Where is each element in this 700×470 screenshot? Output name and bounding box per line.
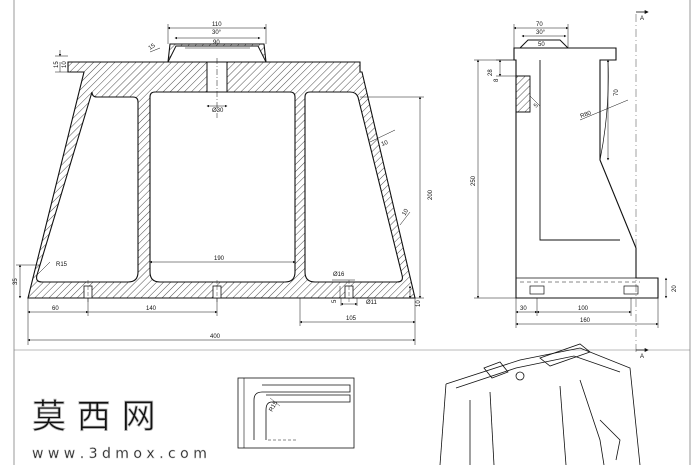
isometric-view <box>439 343 641 466</box>
side-inner-edge <box>539 60 620 241</box>
dim-side-depth: 160 <box>580 318 591 324</box>
dim-side-slot-width: 50 <box>538 42 545 48</box>
dim-hole-offset-right: 105 <box>346 316 357 322</box>
top-dovetail-slot <box>167 45 267 63</box>
front-dimensions <box>16 24 424 345</box>
dim-hole-offset-left: 60 <box>52 306 59 312</box>
dim-side-top-width: 70 <box>536 22 543 28</box>
dim-hole-pitch: 140 <box>146 306 157 312</box>
section-label-bottom: A <box>640 354 644 360</box>
dim-side-rib-height: 70 <box>614 89 620 96</box>
dim-base-height: 35 <box>13 278 19 285</box>
dim-hole-depth: 5 <box>332 299 338 303</box>
dim-side-height: 250 <box>471 175 477 186</box>
dim-side-fillet-radius: R80 <box>580 110 593 120</box>
side-hole-left <box>529 285 545 295</box>
side-hole-right <box>623 285 639 295</box>
detail-view <box>237 377 355 449</box>
dim-side-hole-offset: 30 <box>520 306 527 312</box>
dim-side-hole-pitch: 100 <box>578 306 589 312</box>
dim-side-upper-thickness: 28 <box>488 69 494 76</box>
dim-plate-thickness-a: 15 <box>54 61 60 68</box>
front-dimension-labels: 110 30° 90 15 15 10 Ø30 10 10 200 35 R15… <box>13 22 434 340</box>
side-section-rib <box>515 75 531 113</box>
dim-base-edge: 10 <box>416 300 422 307</box>
dim-side-base-height: 20 <box>672 285 678 292</box>
front-view <box>27 43 416 304</box>
dim-top-slot-width: 110 <box>212 22 222 28</box>
dim-side-chamfer-a: 8 <box>494 78 500 82</box>
dim-window-width: 190 <box>214 256 225 262</box>
dim-hole-diameter-b: Ø11 <box>366 300 378 306</box>
dim-bore-diameter: Ø30 <box>212 108 224 114</box>
watermark-brand: 莫 西 网 <box>32 397 156 437</box>
side-view <box>513 10 659 352</box>
dim-hole-diameter-a: Ø16 <box>333 272 345 278</box>
dim-plate-thickness-b: 10 <box>62 61 68 68</box>
dim-width-total: 400 <box>210 334 221 340</box>
watermark: 莫 西 网 w w w . 3 d m o x . c o m <box>32 397 207 463</box>
dim-slot-chamfer: 15 <box>148 43 157 52</box>
dim-wall-thickness: 10 <box>381 140 390 148</box>
watermark-url: w w w . 3 d m o x . c o m <box>32 446 207 462</box>
dim-height: 200 <box>428 189 434 200</box>
detail-radius-label: R15 <box>269 400 280 413</box>
dim-side-slot-angle: 30° <box>536 30 546 36</box>
side-dimensions <box>474 24 668 328</box>
dim-slot-inner-width: 90 <box>213 40 220 46</box>
side-dimension-labels: 70 30° 50 28 8 5 70 R80 250 20 30 100 16… <box>471 16 678 360</box>
side-top-slot <box>518 39 570 49</box>
dim-slot-angle: 30° <box>212 30 222 36</box>
front-section-body <box>27 43 416 299</box>
dim-side-chamfer-b: 5 <box>533 102 540 109</box>
dim-wall-thickness-b: 10 <box>402 208 411 217</box>
section-label-top: A <box>640 16 644 22</box>
side-outline <box>513 47 659 299</box>
dim-fillet-radius: R15 <box>56 262 68 268</box>
